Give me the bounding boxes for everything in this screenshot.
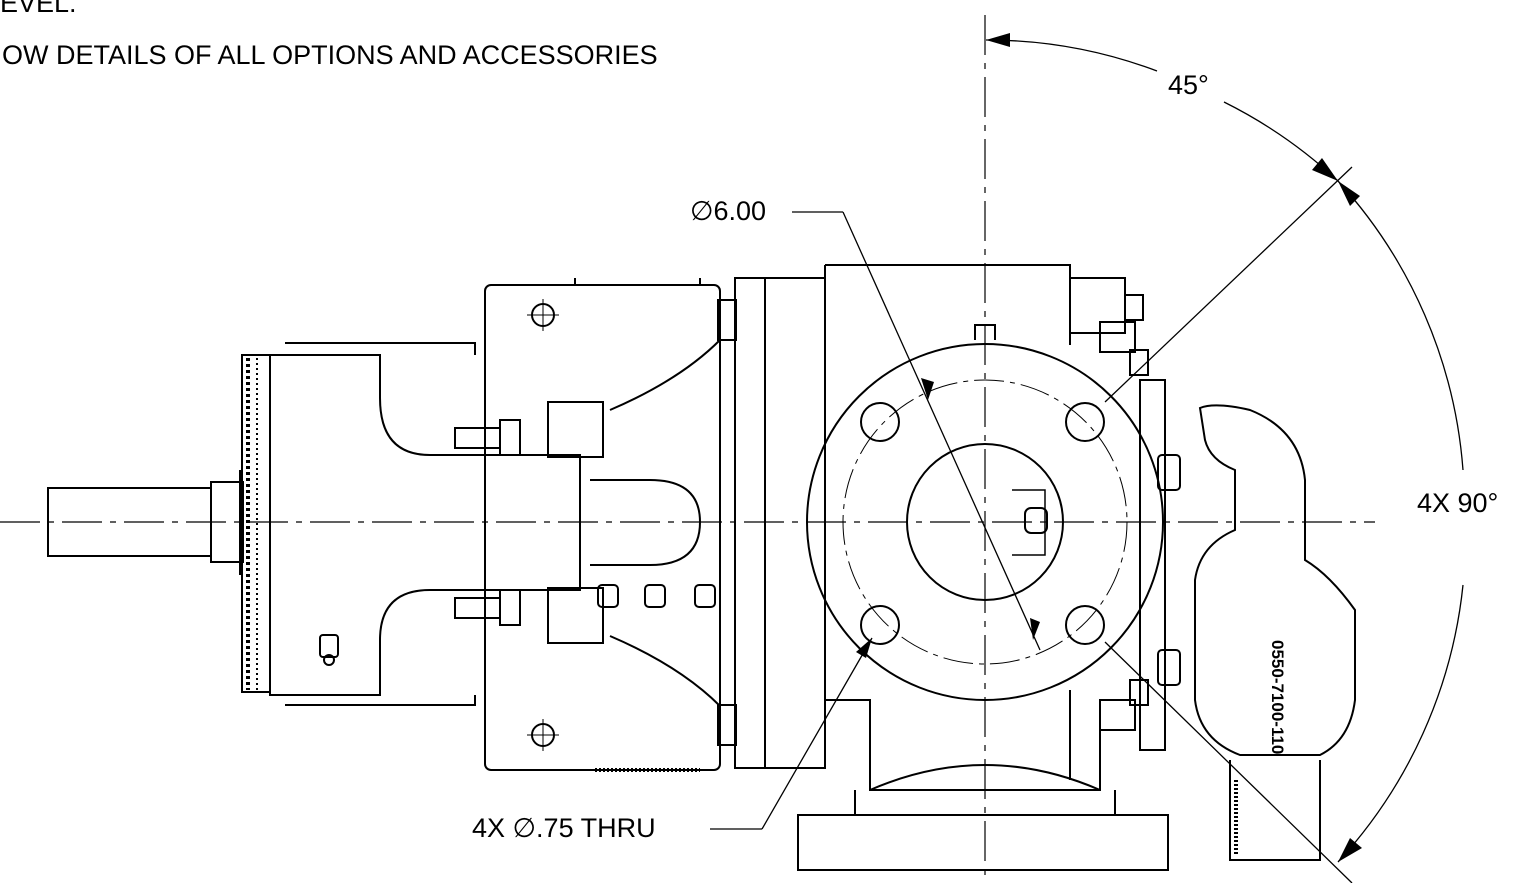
bolt-holes	[860, 402, 1105, 645]
angle-dimensions	[985, 33, 1464, 883]
flange-plates	[734, 277, 826, 769]
angle-90-label: 4X 90°	[1417, 488, 1499, 518]
discharge-elbow	[1139, 379, 1356, 861]
bolt-circle-diameter-label: ∅6.00	[690, 196, 767, 226]
gear	[241, 354, 271, 693]
note-line-2: OW DETAILS OF ALL OPTIONS AND ACCESSORIE…	[2, 40, 658, 70]
diameter-leader	[792, 211, 1041, 651]
motor-housing	[484, 278, 721, 772]
part-number-label: 0550-7100-110	[1268, 640, 1287, 755]
angle-45-label: 45°	[1168, 70, 1209, 100]
coupling	[454, 299, 737, 746]
center-lines	[0, 15, 1375, 883]
pump-body	[797, 264, 1169, 871]
grease-fitting-icon	[319, 634, 339, 666]
note-line-1: EVEL.	[0, 0, 77, 18]
hole-leader	[710, 637, 873, 830]
inlet-flange	[806, 343, 1164, 701]
hole-callout-label: 4X ∅.75 THRU	[472, 813, 656, 843]
gear-housing	[269, 342, 581, 706]
